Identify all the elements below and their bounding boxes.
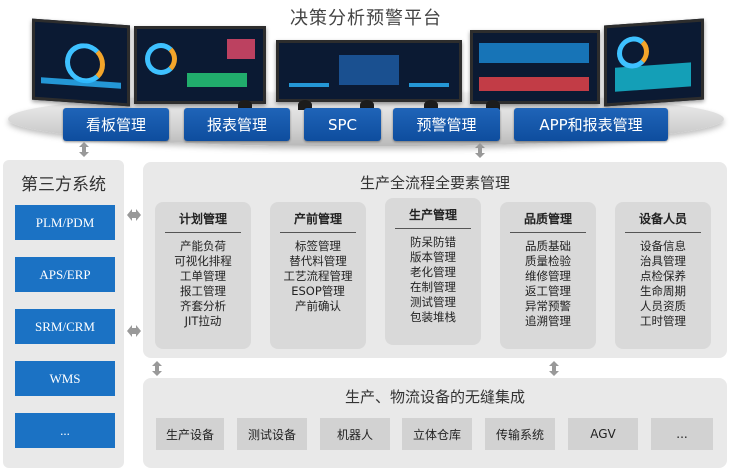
dashboard-screens-illustration: [0, 0, 732, 120]
card-item-list: 标签管理 替代料管理 工艺流程管理 ESOP管理 产前确认: [270, 239, 366, 314]
equipment-testing[interactable]: 测试设备: [237, 418, 307, 450]
third-party-title: 第三方系统: [21, 175, 106, 195]
card-pre-production-management: 产前管理 标签管理 替代料管理 工艺流程管理 ESOP管理 产前确认: [270, 202, 366, 349]
card-quality-management: 品质管理 品质基础 质量检验 维修管理 返工管理 异常预警 追溯管理: [500, 202, 596, 349]
dashboard-screen-image: [32, 18, 130, 107]
equipment-agv[interactable]: AGV: [568, 418, 638, 450]
card-item: 生命周期: [640, 284, 686, 298]
left-right-arrow-icon: [127, 209, 141, 221]
equipment-conveyor[interactable]: 传输系统: [485, 418, 555, 450]
card-item-list: 产能负荷 可视化排程 工单管理 报工管理 齐套分析 JIT拉动: [155, 239, 251, 329]
card-item: 齐套分析: [180, 299, 226, 313]
card-item-list: 品质基础 质量检验 维修管理 返工管理 异常预警 追溯管理: [500, 239, 596, 329]
equipment-more[interactable]: ...: [651, 418, 713, 450]
card-item: 维修管理: [525, 269, 571, 283]
up-down-arrow-icon: [152, 361, 162, 376]
system-srm-crm[interactable]: SRM/CRM: [15, 309, 115, 344]
card-item: ESOP管理: [291, 284, 345, 298]
card-item: 防呆防错: [410, 235, 456, 249]
card-item: 报工管理: [180, 284, 226, 298]
equipment-robot[interactable]: 机器人: [320, 418, 390, 450]
card-item: 工艺流程管理: [283, 269, 353, 283]
equipment-production[interactable]: 生产设备: [156, 418, 224, 450]
card-item: 老化管理: [410, 265, 456, 279]
card-planning-management: 计划管理 产能负荷 可视化排程 工单管理 报工管理 齐套分析 JIT拉动: [155, 202, 251, 349]
card-item: 替代料管理: [289, 254, 347, 268]
card-item: JIT拉动: [184, 314, 222, 328]
card-item: 版本管理: [410, 250, 456, 264]
up-down-arrow-icon: [79, 142, 89, 157]
card-item: 质量检验: [525, 254, 571, 268]
card-item: 包装堆栈: [410, 310, 456, 324]
card-title: 生产管理: [408, 208, 457, 222]
card-item: 产前确认: [295, 299, 341, 313]
up-down-arrow-icon: [475, 143, 485, 158]
card-divider: [165, 232, 241, 233]
system-plm-pdm[interactable]: PLM/PDM: [15, 205, 115, 240]
tab-dashboard-management[interactable]: 看板管理: [63, 108, 169, 141]
card-item: 人员资质: [640, 299, 686, 313]
third-party-systems-panel: 第三方系统 PLM/PDM APS/ERP SRM/CRM WMS ...: [3, 160, 124, 468]
system-aps-erp[interactable]: APS/ERP: [15, 257, 115, 292]
card-divider: [280, 232, 356, 233]
card-item: 治具管理: [640, 254, 686, 268]
card-item: 返工管理: [525, 284, 571, 298]
card-item: 品质基础: [525, 239, 571, 253]
card-divider: [395, 228, 471, 229]
equipment-integration-panel: 生产、物流设备的无缝集成 生产设备 测试设备 机器人 立体仓库 传输系统 AGV…: [143, 378, 727, 468]
card-item: 产能负荷: [180, 239, 226, 253]
card-equipment-personnel: 设备人员 设备信息 治具管理 点检保养 生命周期 人员资质 工时管理: [615, 202, 711, 349]
tab-app-and-report-management[interactable]: APP和报表管理: [514, 108, 668, 141]
dashboard-screen-image: [134, 26, 266, 104]
card-item: 工时管理: [640, 314, 686, 328]
card-item-list: 设备信息 治具管理 点检保养 生命周期 人员资质 工时管理: [615, 239, 711, 329]
tab-spc[interactable]: SPC: [304, 108, 381, 141]
card-item-list: 防呆防错 版本管理 老化管理 在制管理 测试管理 包装堆栈: [385, 235, 481, 325]
card-divider: [510, 232, 586, 233]
card-item: 异常预警: [525, 299, 571, 313]
equipment-title: 生产、物流设备的无缝集成: [344, 388, 525, 406]
card-title: 计划管理: [178, 212, 227, 226]
left-right-arrow-icon: [127, 325, 141, 337]
card-item: 可视化排程: [174, 254, 232, 268]
tab-alert-management[interactable]: 预警管理: [393, 108, 500, 141]
up-down-arrow-icon: [549, 361, 559, 376]
page-title: 决策分析预警平台: [290, 8, 442, 29]
card-item: 点检保养: [640, 269, 686, 283]
card-production-management: 生产管理 防呆防错 版本管理 老化管理 在制管理 测试管理 包装堆栈: [385, 198, 481, 345]
card-item: 工单管理: [180, 269, 226, 283]
card-title: 品质管理: [523, 212, 572, 226]
dashboard-screen-image: [276, 40, 462, 102]
production-flow-title: 生产全流程全要素管理: [359, 174, 510, 192]
card-title: 产前管理: [293, 212, 342, 226]
card-item: 设备信息: [640, 239, 686, 253]
system-more[interactable]: ...: [15, 413, 115, 448]
system-wms[interactable]: WMS: [15, 361, 115, 396]
production-flow-panel: 生产全流程全要素管理 计划管理 产能负荷 可视化排程 工单管理 报工管理 齐套分…: [143, 162, 727, 358]
card-item: 标签管理: [295, 239, 341, 253]
tab-report-management[interactable]: 报表管理: [184, 108, 290, 141]
card-divider: [625, 232, 701, 233]
equipment-warehouse[interactable]: 立体仓库: [402, 418, 472, 450]
dashboard-screen-image: [470, 30, 600, 104]
dashboard-screen-image: [604, 18, 704, 107]
card-title: 设备人员: [638, 212, 687, 226]
card-item: 在制管理: [410, 280, 456, 294]
card-item: 追溯管理: [525, 314, 571, 328]
card-item: 测试管理: [410, 295, 456, 309]
